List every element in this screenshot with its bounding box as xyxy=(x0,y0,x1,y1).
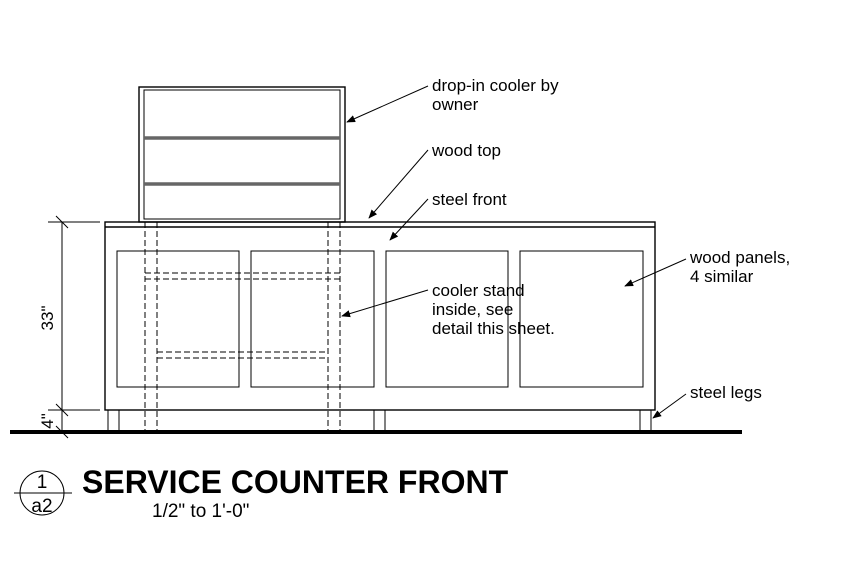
wood-panels-label-line-2: 4 similar xyxy=(690,267,754,286)
height-dimension: 33" xyxy=(38,306,57,331)
wood-panels-label-line-1: wood panels, xyxy=(689,248,790,267)
cooler-stand-label-line-2: inside, see xyxy=(432,300,513,319)
cooler-stand-label-line-3: detail this sheet. xyxy=(432,319,555,338)
steel-legs xyxy=(107,409,652,433)
cooler-stand-hidden xyxy=(144,222,341,432)
steel-legs-label: steel legs xyxy=(690,383,762,402)
wood-panel xyxy=(250,250,375,388)
wood-panel xyxy=(116,250,240,388)
drawing-title: SERVICE COUNTER FRONT xyxy=(82,464,509,500)
counter-body xyxy=(104,221,656,411)
title-block: 1 a2 SERVICE COUNTER FRONT 1/2" to 1'-0" xyxy=(14,464,509,522)
wood-panel xyxy=(519,250,644,388)
leader-lines xyxy=(341,85,687,419)
leg-dimension: 4" xyxy=(38,413,57,429)
cooler-label-line-1: drop-in cooler by xyxy=(432,76,559,95)
wood-panel xyxy=(385,250,509,388)
service-counter xyxy=(104,221,656,433)
sheet-number: a2 xyxy=(31,496,52,517)
cooler-label-line-2: owner xyxy=(432,95,479,114)
steel-front-label: steel front xyxy=(432,190,507,209)
cooler-stand-label-line-1: cooler stand xyxy=(432,281,525,300)
detail-number: 1 xyxy=(37,472,48,493)
dimension-lines: 33" 4" xyxy=(38,215,100,439)
drawing-scale: 1/2" to 1'-0" xyxy=(152,501,249,522)
drop-in-cooler xyxy=(138,86,346,223)
wood-top-label: wood top xyxy=(431,141,501,160)
